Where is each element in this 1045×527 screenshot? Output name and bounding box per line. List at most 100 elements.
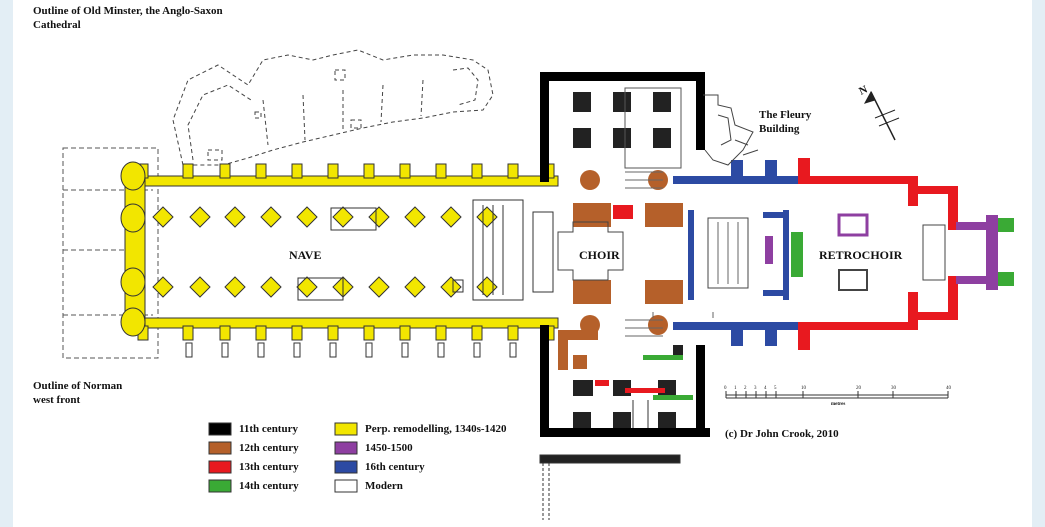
nave-pier bbox=[189, 206, 211, 228]
old-minster-outline bbox=[172, 49, 494, 166]
legend-label: Perp. remodelling, 1340s-1420 bbox=[365, 423, 507, 435]
crossing-choir bbox=[557, 170, 683, 337]
north-buttress bbox=[182, 163, 194, 179]
aisle-post bbox=[437, 342, 445, 358]
legend-swatch bbox=[334, 460, 358, 474]
scale-tick-label: 5 bbox=[774, 386, 777, 391]
south-buttress bbox=[507, 325, 519, 341]
nave-pier bbox=[368, 206, 390, 228]
north-buttress bbox=[291, 163, 303, 179]
nave-pier bbox=[224, 276, 246, 298]
old-minster-annotation-line1: Outline of Old Minster, the Anglo-Saxon bbox=[33, 5, 223, 17]
norman-front-annotation-line2: west front bbox=[33, 394, 80, 406]
scale-tick-label: 3 bbox=[754, 386, 757, 391]
legend-label: Modern bbox=[365, 480, 403, 492]
scale-unit: metres bbox=[831, 402, 845, 407]
south-buttress bbox=[255, 325, 267, 341]
scale-bar bbox=[726, 394, 948, 399]
legend: 11th century 12th century 13th century 14th… bbox=[208, 422, 507, 493]
norman-front-annotation-line1: Outline of Norman bbox=[33, 380, 122, 392]
north-buttress bbox=[219, 163, 231, 179]
north-buttress bbox=[255, 163, 267, 179]
north-buttress bbox=[399, 163, 411, 179]
legend-swatch bbox=[334, 422, 358, 436]
fleury-building bbox=[703, 94, 759, 166]
aisle-post bbox=[509, 342, 517, 358]
nave-pier bbox=[152, 276, 174, 298]
legend-swatch bbox=[334, 479, 358, 493]
legend-label: 16th century bbox=[365, 461, 425, 473]
south-buttress bbox=[182, 325, 194, 341]
compass-north-label: N bbox=[857, 83, 869, 97]
aisle-post bbox=[257, 342, 265, 358]
south-buttress bbox=[291, 325, 303, 341]
west-front-turret bbox=[120, 161, 146, 191]
legend-label: 14th century bbox=[239, 480, 299, 492]
legend-label: 1450-1500 bbox=[365, 442, 413, 454]
aisle-post bbox=[185, 342, 193, 358]
scale-tick-label: 40 bbox=[946, 386, 952, 391]
nave-pier bbox=[440, 206, 462, 228]
scale-tick-label: 1 bbox=[734, 386, 737, 391]
south-aisle-posts bbox=[185, 342, 517, 358]
nave-label: NAVE bbox=[289, 248, 321, 262]
nave-piers bbox=[152, 206, 498, 298]
south-buttress bbox=[471, 325, 483, 341]
west-front-turret bbox=[120, 307, 146, 337]
nave-pier bbox=[296, 276, 318, 298]
nave-pier bbox=[189, 276, 211, 298]
compass-rose bbox=[863, 90, 900, 141]
legend-swatch bbox=[334, 441, 358, 455]
north-buttress bbox=[363, 163, 375, 179]
legend-swatch bbox=[208, 422, 232, 436]
legend-swatch bbox=[208, 460, 232, 474]
nave-pier bbox=[260, 276, 282, 298]
retrochoir bbox=[652, 158, 1014, 350]
fleury-annotation-line2: Building bbox=[759, 123, 800, 135]
credit-annotation: (c) Dr John Crook, 2010 bbox=[725, 428, 839, 440]
north-buttress bbox=[327, 163, 339, 179]
fleury-annotation-line1: The Fleury bbox=[759, 109, 812, 121]
south-buttress bbox=[219, 325, 231, 341]
south-buttress bbox=[327, 325, 339, 341]
old-minster-annotation-line2: Cathedral bbox=[33, 19, 81, 31]
legend-swatch bbox=[208, 441, 232, 455]
retrochoir-label: RETROCHOIR bbox=[819, 248, 903, 262]
nave-pier bbox=[296, 206, 318, 228]
legend-label: 12th century bbox=[239, 442, 299, 454]
legend-label: 13th century bbox=[239, 461, 299, 473]
presbytery bbox=[673, 160, 813, 346]
scale-tick-label: 30 bbox=[891, 386, 897, 391]
scale-tick-label: 10 bbox=[801, 386, 807, 391]
aisle-post bbox=[401, 342, 409, 358]
south-buttress bbox=[363, 325, 375, 341]
south-passage bbox=[539, 454, 681, 520]
nave-pier bbox=[152, 206, 174, 228]
legend-label: 11th century bbox=[239, 423, 298, 435]
west-front-turret bbox=[120, 267, 146, 297]
north-buttress bbox=[435, 163, 447, 179]
scale-tick-label: 20 bbox=[856, 386, 862, 391]
aisle-post bbox=[221, 342, 229, 358]
south-transept bbox=[540, 325, 710, 437]
south-buttress bbox=[399, 325, 411, 341]
nave-pier bbox=[332, 206, 354, 228]
north-buttress bbox=[507, 163, 519, 179]
north-buttress bbox=[471, 163, 483, 179]
nave-pier bbox=[476, 276, 498, 298]
scale-tick-label: 0 bbox=[724, 386, 727, 391]
nave-pier bbox=[260, 206, 282, 228]
nave-details bbox=[297, 199, 554, 301]
scale-tick-label: 2 bbox=[744, 386, 747, 391]
aisle-post bbox=[293, 342, 301, 358]
choir-label: CHOIR bbox=[579, 248, 620, 262]
nave-pier bbox=[224, 206, 246, 228]
nave-buttresses bbox=[120, 161, 555, 341]
aisle-post bbox=[365, 342, 373, 358]
nave-pier bbox=[404, 276, 426, 298]
legend-swatch bbox=[208, 479, 232, 493]
nave-pier bbox=[404, 206, 426, 228]
nave-pier bbox=[476, 206, 498, 228]
